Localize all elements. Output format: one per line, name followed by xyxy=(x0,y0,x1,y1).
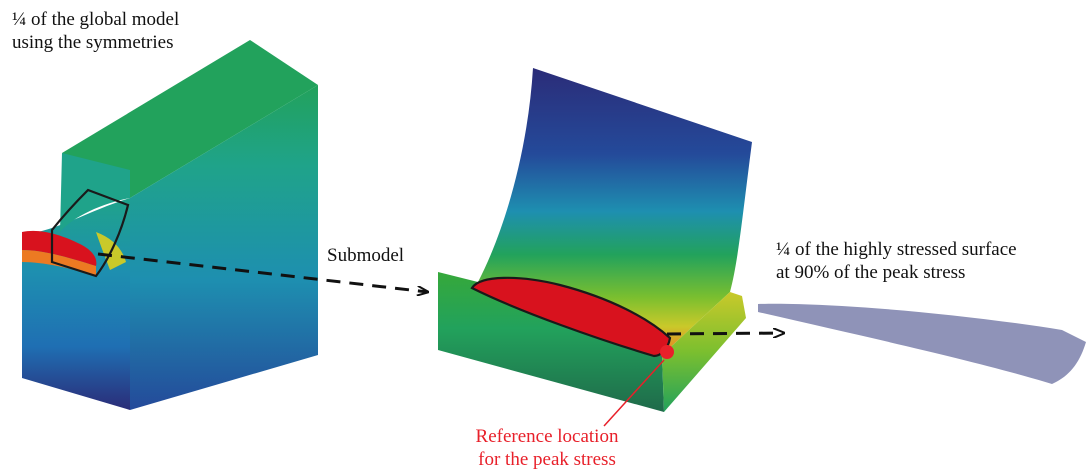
submodel-label: Submodel xyxy=(327,245,405,266)
stressed-surface-label-line1: ¼ of the highly stressed surface xyxy=(776,239,1017,260)
submodel-high-stress-region xyxy=(470,276,672,358)
submodel-side-face xyxy=(662,292,746,412)
reference-pointer-line xyxy=(603,359,665,427)
global-top-face xyxy=(62,40,318,198)
stressed-surface-label-line2: at 90% of the peak stress xyxy=(776,262,966,283)
reference-location-label-line2: for the peak stress xyxy=(478,449,616,470)
global-model-block xyxy=(22,40,318,410)
stressed-surface-label: ¼ of the highly stressed surface at 90% … xyxy=(776,238,1017,284)
peak-stress-point xyxy=(660,345,674,359)
submodel-region-outline xyxy=(50,188,130,278)
global-front-face xyxy=(22,198,130,410)
reference-location-label-line1: Reference location xyxy=(475,426,619,447)
global-model-label-line2: using the symmetries xyxy=(12,32,174,53)
submodel-front-face xyxy=(438,272,664,412)
global-model-label: ¼ of the global model using the symmetri… xyxy=(12,8,179,54)
submodel-block xyxy=(438,68,752,412)
surface-arrow xyxy=(666,333,784,334)
reference-location-label: Reference location for the peak stress xyxy=(447,425,647,471)
global-right-face xyxy=(130,85,318,410)
submodel-arrow xyxy=(97,252,428,292)
stressed-surface-shape xyxy=(758,303,1086,384)
global-model-label-line1: ¼ of the global model xyxy=(12,9,180,30)
global-high-stress-region xyxy=(22,230,97,266)
